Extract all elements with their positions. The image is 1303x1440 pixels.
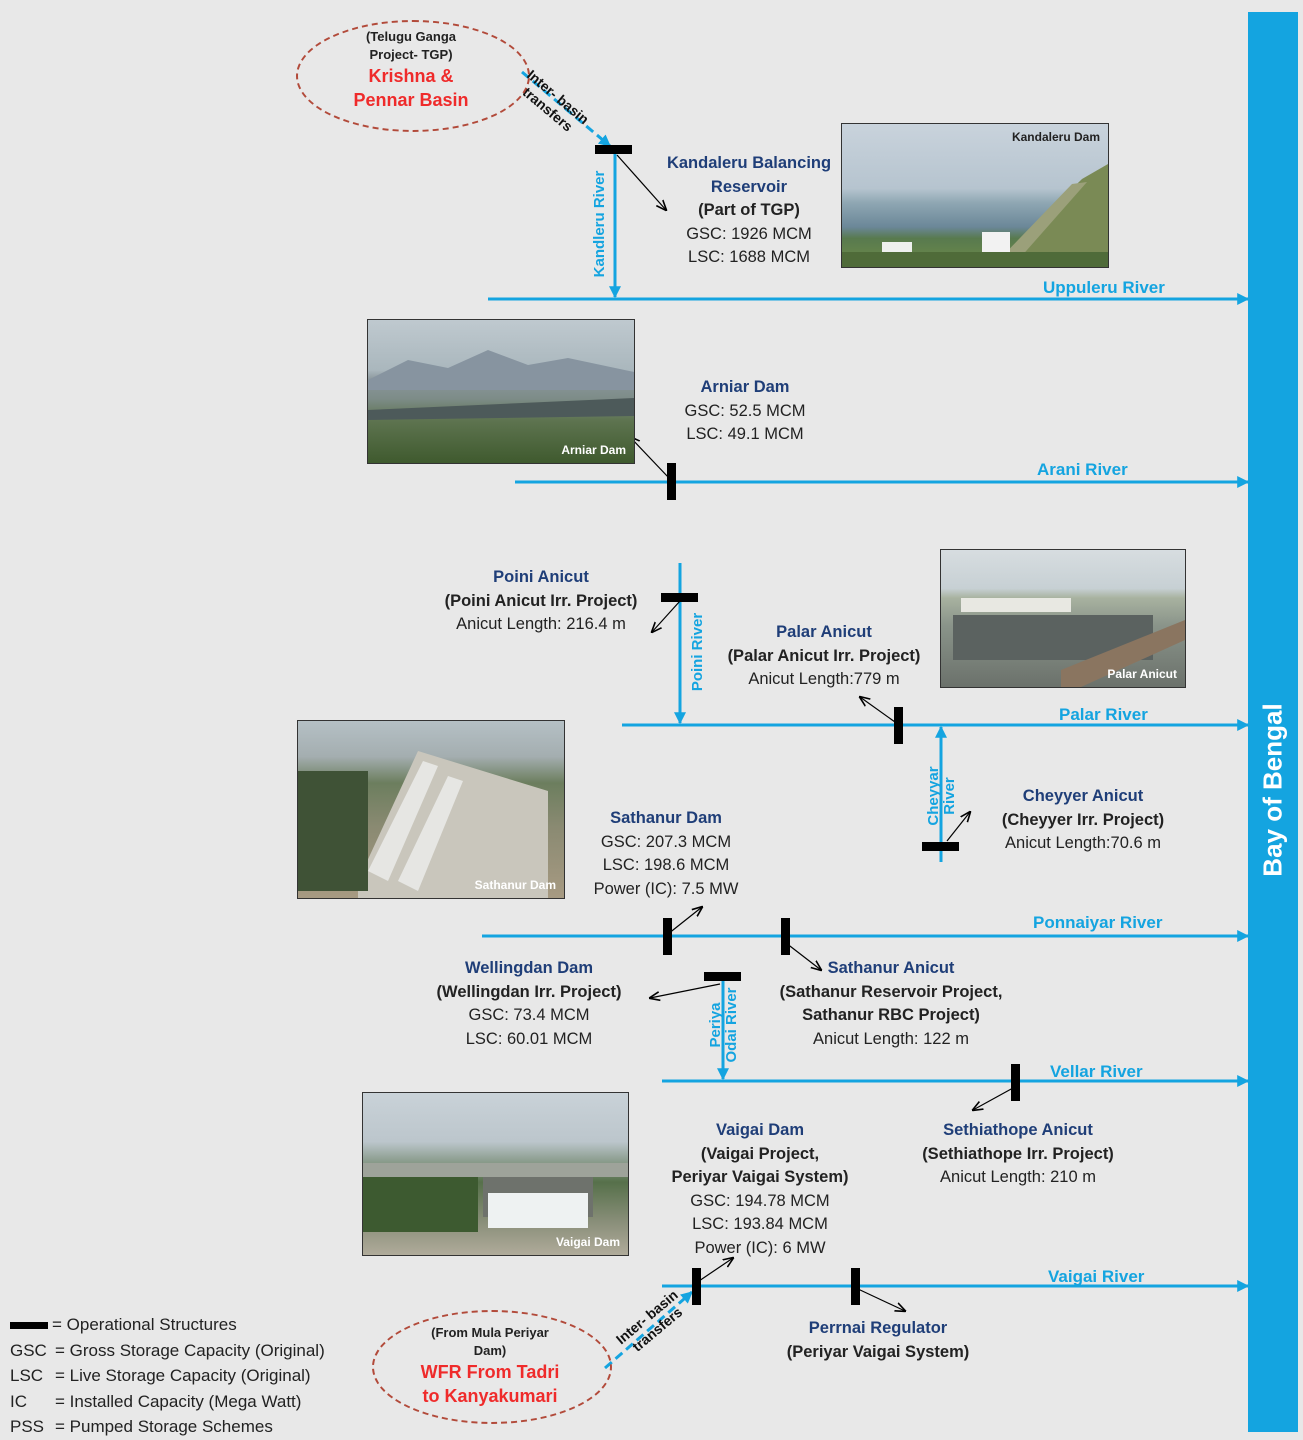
uppuleru-river-label: Uppuleru River (1043, 278, 1165, 297)
legend-ic: IC= Installed Capacity (Mega Watt) (10, 1391, 302, 1411)
cheyyar-info: Cheyyer Anicut (Cheyyer Irr. Project) An… (1001, 787, 1165, 852)
ponnaiyar-river-label: Ponnaiyar River (1033, 913, 1163, 932)
legend-operational: = Operational Structures (10, 1312, 325, 1338)
structure-perrnai (851, 1268, 860, 1305)
source-oval-bottom (372, 1310, 612, 1424)
bay-of-bengal-bar (1248, 12, 1298, 1432)
vaigai-info: Vaigai Dam (Vaigai Project, Periyar Vaig… (671, 1121, 849, 1257)
operational-structure-swatch (10, 1322, 48, 1330)
sethiathope-info: Sethiathope Anicut (Sethiathope Irr. Pro… (922, 1121, 1114, 1186)
sathanur-dam-caption: Sathanur Dam (474, 878, 556, 892)
sathanur-dam-info: Sathanur Dam GSC: 207.3 MCM LSC: 198.6 M… (593, 809, 739, 898)
kandaleru-dam-caption: Kandaleru Dam (1011, 130, 1100, 144)
pointer-cheyyar (946, 812, 970, 842)
legend-gsc: GSC= Gross Storage Capacity (Original) (10, 1340, 325, 1360)
legend-pss: PSS= Pumped Storage Schemes (10, 1417, 273, 1436)
structure-periya-odai (704, 972, 741, 981)
perrnai-info: Perrnai Regulator (Periyar Vaigai System… (786, 1319, 970, 1361)
vaigai-dam-caption: Vaigai Dam (555, 1235, 620, 1249)
palar-anicut-caption: Palar Anicut (1107, 667, 1177, 681)
pointer-poini (652, 600, 681, 632)
source-krishna-pennar: (Telugu Ganga Project- TGP) Krishna & Pe… (353, 29, 469, 110)
structure-sathanur-anicut (781, 918, 790, 955)
pointer-arniar (630, 437, 670, 479)
legend-lsc: LSC= Live Storage Capacity (Original) (10, 1366, 311, 1385)
pointer-palar (860, 697, 896, 723)
inter-basin-transfer-bottom (604, 1290, 693, 1370)
sathanur-anicut-info: Sathanur Anicut (Sathanur Reservoir Proj… (779, 959, 1003, 1048)
structure-vaigai (692, 1268, 701, 1305)
pointer-vaigai (698, 1258, 733, 1282)
arniar-info: Arniar Dam GSC: 52.5 MCM LSC: 49.1 MCM (684, 378, 806, 443)
pointer-perrnai (857, 1288, 905, 1311)
structure-cheyyar (922, 842, 959, 851)
structure-sethiathope (1011, 1064, 1020, 1101)
sathanur-dam-photo: Sathanur Dam (297, 720, 565, 899)
pointer-wellingdan (650, 983, 721, 998)
vaigai-dam-photo: Vaigai Dam (362, 1092, 629, 1256)
kandleru-river-label: Kandleru River (591, 170, 608, 278)
structure-palar (894, 707, 903, 744)
pointer-kandaleru (616, 154, 666, 210)
arniar-dam-caption: Arniar Dam (561, 443, 626, 457)
structure-poini (661, 593, 698, 602)
source-oval-top (296, 20, 530, 132)
poini-river-label: Poini River (689, 612, 706, 692)
palar-info: Palar Anicut (Palar Anicut Irr. Project)… (727, 623, 921, 688)
vaigai-river-label: Vaigai River (1048, 1267, 1145, 1286)
structure-kandaleru (595, 145, 632, 154)
legend: = Operational Structures GSC= Gross Stor… (10, 1312, 325, 1440)
inter-basin-transfer-top (521, 70, 611, 148)
kandaleru-dam-photo: Kandaleru Dam (841, 123, 1109, 268)
kandaleru-info: Kandaleru Balancing Reservoir (Part of T… (666, 154, 832, 266)
wellingdan-info: Wellingdan Dam (Wellingdan Irr. Project)… (436, 959, 622, 1048)
structure-arniar (667, 463, 676, 500)
vellar-river-label: Vellar River (1050, 1062, 1143, 1081)
palar-river-label: Palar River (1059, 705, 1148, 724)
structure-wellingdan (663, 918, 672, 955)
pointer-sethiathope (973, 1087, 1014, 1110)
arani-river-label: Arani River (1037, 460, 1128, 479)
palar-anicut-photo: Palar Anicut (940, 549, 1186, 688)
source-wfr-tadri: (From Mula Periyar Dam) WFR From Tadri t… (420, 1325, 560, 1406)
pointer-sathanur-dam (667, 907, 702, 935)
pointer-sathanur-anicut (785, 942, 821, 970)
arniar-dam-photo: Arniar Dam (367, 319, 635, 464)
poini-info: Poini Anicut (Poini Anicut Irr. Project)… (444, 568, 638, 633)
